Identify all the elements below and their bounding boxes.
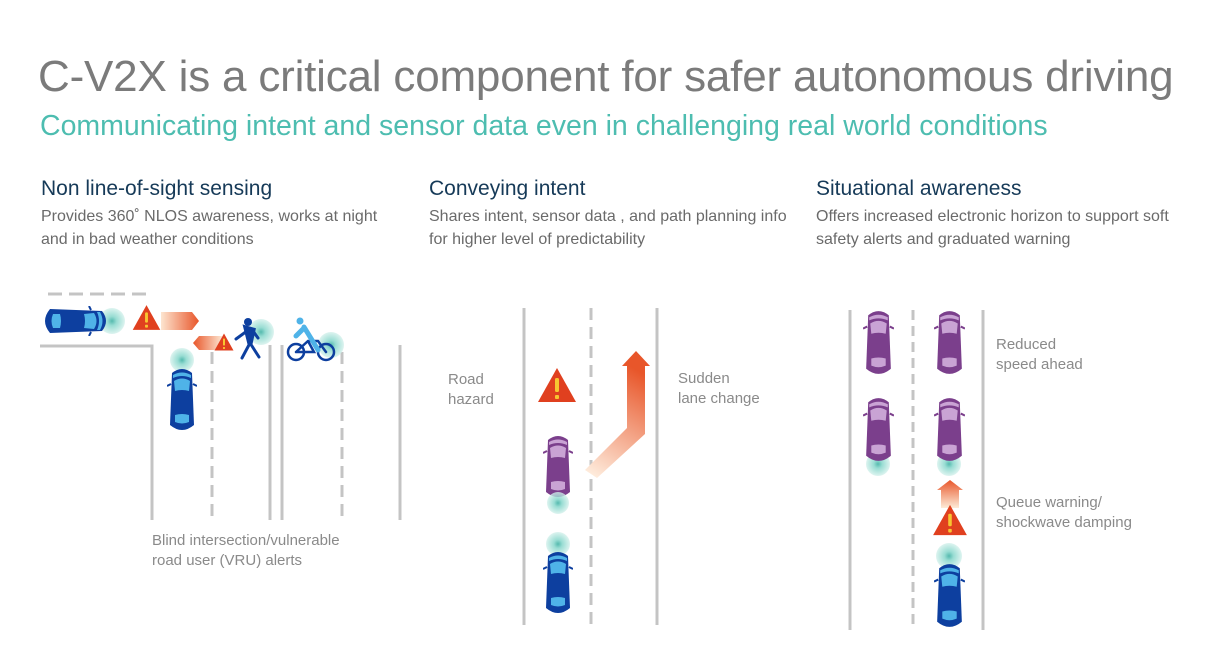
label-line: road user (VRU) alerts [152, 552, 303, 569]
pedestrian-icon [234, 318, 261, 360]
signal-icon [99, 308, 125, 334]
page-title: C-V2X is a critical component for safer … [38, 52, 1174, 101]
signal-icon [547, 492, 569, 514]
car-icon [863, 397, 894, 462]
signal-icon [170, 348, 194, 372]
car-icon [863, 310, 894, 375]
section-heading-nlos: Non line-of-sight sensing [41, 177, 273, 200]
label-blind-intersection: Blind intersection/vulnerable road user … [152, 531, 340, 571]
label-line: lane change [678, 390, 760, 407]
car-icon [934, 310, 965, 375]
section-description-intent: Shares intent, sensor data , and path pl… [429, 208, 787, 248]
intersection-roads [40, 292, 402, 520]
signal-icon [936, 543, 962, 569]
section-heading-awareness: Situational awareness [816, 177, 1022, 200]
section-description-awareness: Offers increased electronic horizon to s… [816, 208, 1169, 248]
car-icon [934, 397, 965, 462]
cyclist-icon [286, 317, 336, 362]
label-line: Queue warning/ [996, 494, 1102, 511]
car-icon [543, 551, 573, 614]
arrow-icon [161, 312, 199, 330]
label-line: Blind intersection/vulnerable [152, 532, 340, 549]
label-line: shockwave damping [996, 514, 1132, 531]
label-queue-warning: Queue warning/ shockwave damping [996, 493, 1132, 533]
page-subtitle: Communicating intent and sensor data eve… [40, 110, 1048, 142]
section-heading-intent: Conveying intent [429, 177, 586, 200]
label-line: Reduced [996, 336, 1057, 353]
warning-icon [933, 504, 967, 536]
arrow-icon [193, 336, 222, 350]
signal-icon [248, 319, 274, 345]
section-description-nlos: Provides 360˚ NLOS awareness, works at n… [41, 208, 378, 248]
label-reduced-speed: Reduced speed ahead [996, 335, 1083, 375]
lane-change-arrow-icon [585, 351, 650, 478]
car-icon [934, 563, 965, 628]
label-line: Road [448, 371, 484, 388]
signal-icon [546, 532, 570, 556]
label-road-hazard: Road hazard [448, 370, 494, 410]
car-icon [167, 368, 197, 431]
warning-icon [132, 305, 161, 330]
warning-icon [538, 368, 576, 402]
label-sudden-lane-change: Sudden lane change [678, 369, 760, 409]
label-line: Sudden [678, 370, 730, 387]
highway-roads-awareness [848, 310, 985, 630]
car-icon [44, 306, 107, 336]
label-line: hazard [448, 391, 494, 408]
label-line: speed ahead [996, 356, 1083, 373]
arrow-icon [937, 480, 963, 508]
car-icon [543, 435, 573, 498]
